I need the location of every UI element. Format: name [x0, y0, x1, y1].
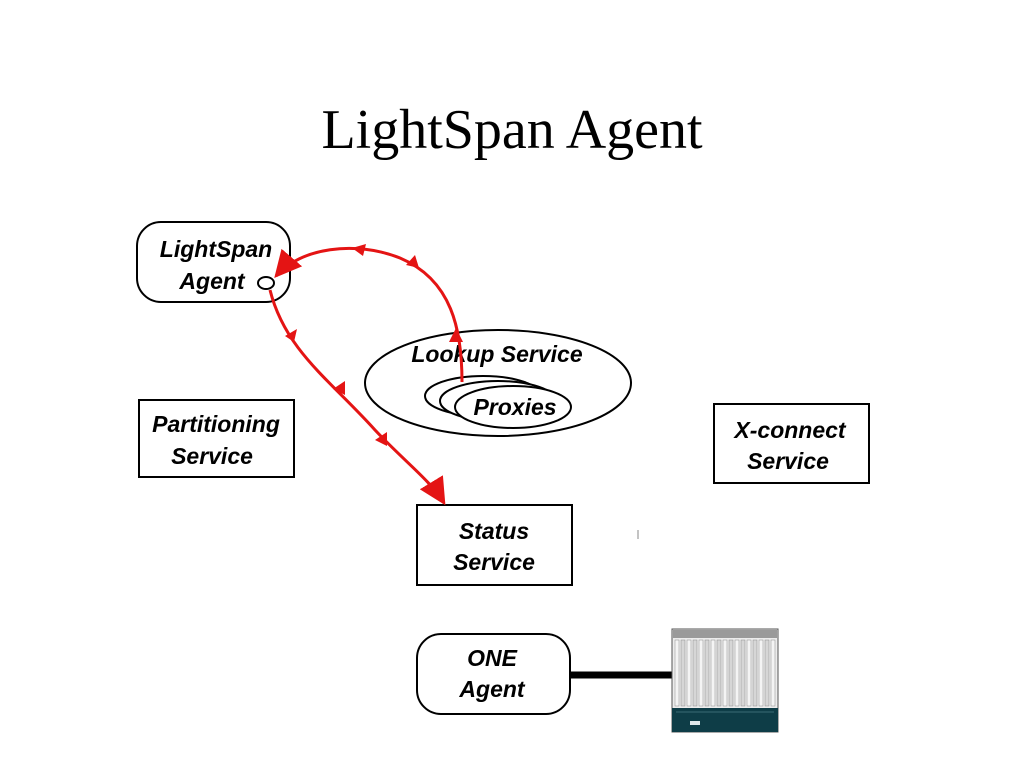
rack-card-slot — [704, 639, 710, 707]
lightspan-agent-label-line2: Agent — [178, 268, 246, 294]
rack-card-slot — [746, 639, 752, 707]
network-equipment-rack-icon — [671, 628, 779, 733]
arrow-lightspan-agent-to-status — [268, 289, 446, 506]
arrow-head-mid-1 — [449, 328, 463, 342]
partitioning-service-node[interactable]: Partitioning Service — [138, 399, 295, 478]
rack-card-slot — [686, 639, 692, 707]
arrow-head-mid-4 — [285, 329, 297, 342]
rack-card-slot — [728, 639, 734, 707]
rack-card-slot — [692, 639, 698, 707]
rack-card-slot — [674, 639, 680, 707]
arrow-head-mid-2 — [406, 255, 419, 268]
rack-card-slot — [764, 639, 770, 707]
status-service-node[interactable]: Status Service — [416, 504, 573, 586]
status-service-label-line2: Service — [453, 549, 535, 575]
rack-card-slot — [716, 639, 722, 707]
partitioning-service-box — [138, 399, 295, 478]
flow-arrows — [268, 244, 464, 506]
connection-port-icon — [257, 276, 275, 290]
arrow-head-mid-3 — [352, 244, 366, 256]
xconnect-service-label-line2: Service — [747, 448, 829, 474]
xconnect-service-node[interactable]: X-connect Service — [713, 403, 870, 484]
proxies-label: Proxies — [473, 394, 556, 420]
lightspan-agent-node[interactable]: LightSpan Agent — [136, 221, 291, 303]
rack-card-slot — [722, 639, 728, 707]
rack-card-slot — [758, 639, 764, 707]
lookup-service-node[interactable]: Lookup Service Proxies — [364, 329, 632, 437]
rack-card-slot — [698, 639, 704, 707]
slide-title: LightSpan Agent — [321, 99, 703, 161]
one-agent-label-line1: ONE — [467, 645, 518, 671]
partitioning-service-label-line2: Service — [171, 443, 253, 469]
rack-card-slot — [740, 639, 746, 707]
rack-card-slot — [752, 639, 758, 707]
one-agent-node[interactable]: ONE Agent — [416, 633, 571, 715]
arrow-head-mid-6 — [375, 432, 387, 446]
xconnect-service-box — [713, 403, 870, 484]
xconnect-service-label-line1: X-connect — [732, 417, 847, 443]
status-service-box — [416, 504, 573, 586]
rack-card-slot — [710, 639, 716, 707]
partitioning-service-label-line1: Partitioning — [152, 411, 280, 437]
proxy-ellipse-front — [454, 385, 572, 429]
lightspan-agent-label-line1: LightSpan — [160, 236, 272, 262]
lookup-service-label: Lookup Service — [411, 341, 582, 367]
rack-card-slot — [770, 639, 776, 707]
one-agent-label-line2: Agent — [458, 676, 526, 702]
proxies-stack: Proxies — [424, 375, 572, 429]
rack-card-slot — [734, 639, 740, 707]
status-service-label-line1: Status — [459, 518, 529, 544]
arrow-head-mid-5 — [333, 381, 345, 395]
rack-card-slot — [680, 639, 686, 707]
